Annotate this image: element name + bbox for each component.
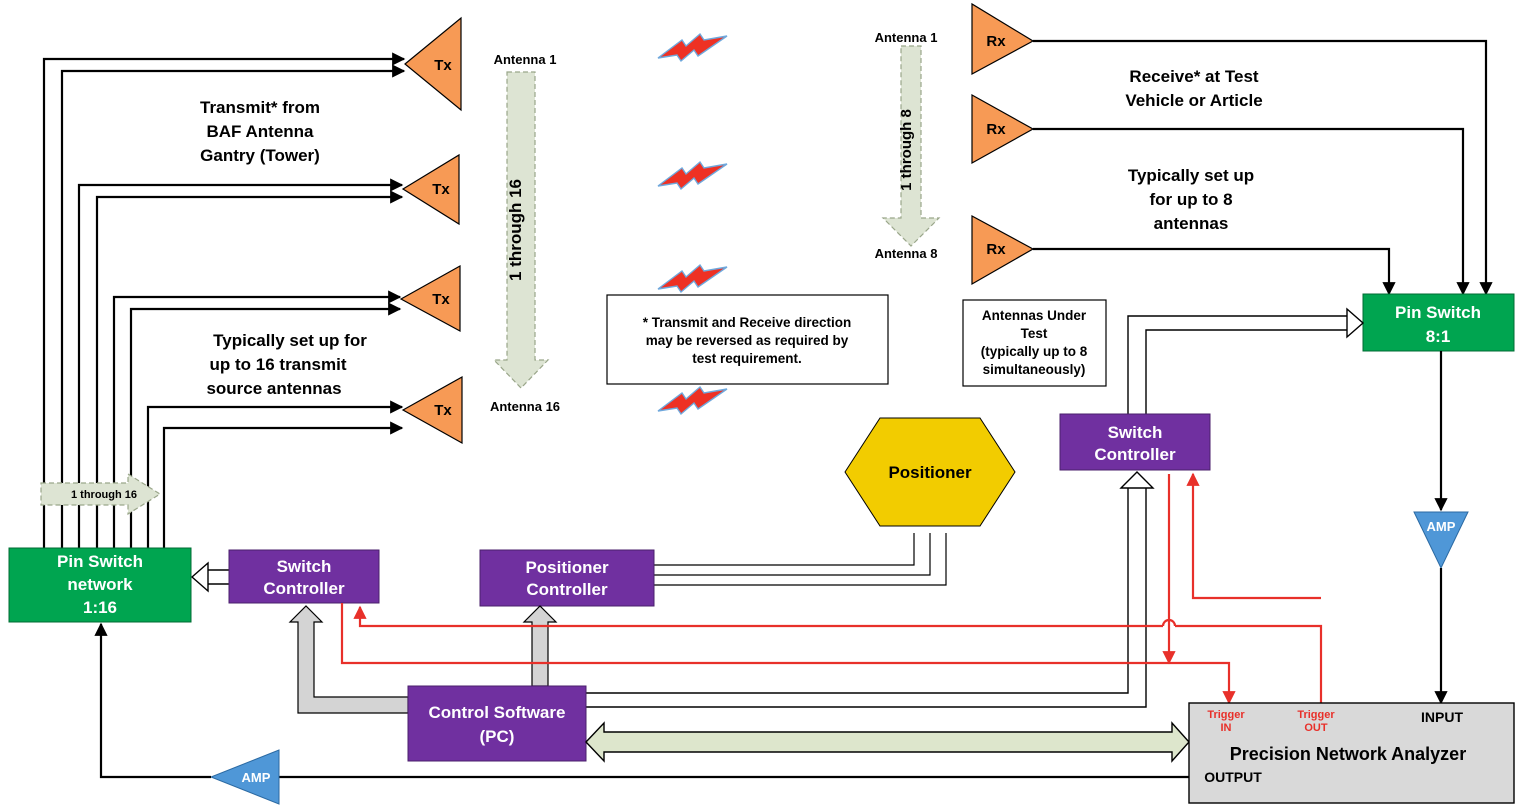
svg-text:Tx: Tx [434,57,452,74]
antennas-under-test-note: Antennas Under Test (typically up to 8 s… [962,299,1107,387]
svg-text:may be reversed as required by: may be reversed as required by [646,333,849,348]
pna-title: Precision Network Analyzer [1230,744,1466,764]
software-pna-data-arrow [585,721,1190,763]
switch-range-arrow [40,472,162,516]
svg-text:AMP: AMP [1427,519,1456,534]
svg-text:Antennas Under: Antennas Under [982,308,1087,323]
rx-antenna-first-label: Antenna 1 [875,30,938,45]
svg-text:8:1: 8:1 [1426,327,1451,346]
switch-controller-right: Switch Controller [1059,413,1211,471]
rx-antenna-2: Rx [971,93,1035,165]
tx-antenna-3: Tx [399,264,461,333]
svg-text:source antennas: source antennas [206,379,341,398]
svg-text:antennas: antennas [1154,214,1229,233]
rx-range-label: 1 through 8 [898,109,915,191]
software-to-switch-controller-right [586,471,1155,708]
receive-description: Receive* at Test Vehicle or Article [1125,67,1262,110]
svg-text:Controller: Controller [526,580,608,599]
switch-range-label: 1 through 16 [71,489,137,501]
svg-text:Rx: Rx [986,33,1006,50]
tx-antenna-4: Tx [401,375,463,445]
tx-antenna-first-label: Antenna 1 [494,52,557,67]
trigger-out-label: Trigger [1297,709,1335,721]
svg-text:Switch: Switch [1108,423,1163,442]
positioner-cable [654,533,947,586]
switch-controller-left: Switch Controller [228,549,380,604]
tx-setup-description: Typically set up for up to 16 transmit s… [206,331,367,398]
rx-antenna-last-label: Antenna 8 [875,246,938,261]
tx-antenna-2: Tx [401,153,460,226]
svg-text:Control Software: Control Software [429,703,566,722]
trigger-wires [340,472,1323,705]
switch-controller-right-to-pin-switch [1127,307,1365,414]
svg-text:Positioner: Positioner [525,558,609,577]
tx-range-label: 1 through 16 [506,179,525,281]
svg-text:test requirement.: test requirement. [692,351,802,366]
output-label: OUTPUT [1204,769,1262,785]
svg-text:Pin Switch: Pin Switch [57,552,143,571]
svg-text:Tx: Tx [432,291,450,308]
svg-text:Tx: Tx [432,181,450,198]
control-software: Control Software (PC) [407,685,587,762]
svg-text:Pin Switch: Pin Switch [1395,303,1481,322]
rx-range-arrow [881,45,941,247]
input-label: INPUT [1421,709,1463,725]
svg-text:Switch: Switch [277,557,332,576]
svg-text:Rx: Rx [986,121,1006,138]
svg-text:Receive* at Test: Receive* at Test [1129,67,1258,86]
svg-text:Typically set up for: Typically set up for [213,331,367,350]
bolt-icon [657,263,728,294]
svg-text:Transmit* from: Transmit* from [200,98,320,117]
svg-text:Vehicle or Article: Vehicle or Article [1125,91,1262,110]
svg-text:simultaneously): simultaneously) [983,362,1086,377]
rx-setup-description: Typically set up for up to 8 antennas [1128,166,1254,233]
precision-network-analyzer: Trigger IN Trigger OUT INPUT Precision N… [1188,702,1515,804]
pin-switch-network: Pin Switch network 1:16 [8,547,192,623]
svg-text:Rx: Rx [986,241,1006,258]
switch-controller-to-pin-switch-network [190,561,229,593]
svg-text:Tx: Tx [434,402,452,419]
transmit-description: Transmit* from BAF Antenna Gantry (Tower… [200,98,320,165]
bolt-icon [657,32,728,63]
rx-antenna-1: Rx [971,2,1035,76]
svg-text:AMP: AMP [242,770,271,785]
receive-amp: AMP [1413,351,1469,705]
pin-switch-8-to-1: Pin Switch 8:1 [1362,293,1515,352]
bolt-icon [657,160,728,191]
svg-text:(PC): (PC) [480,727,515,746]
svg-text:Positioner: Positioner [888,463,972,482]
svg-text:Controller: Controller [1094,445,1176,464]
svg-text:Controller: Controller [263,579,345,598]
rx-antenna-3: Rx [971,214,1035,286]
svg-text:up to 16 transmit: up to 16 transmit [210,355,347,374]
svg-text:(typically up to 8: (typically up to 8 [981,344,1088,359]
svg-text:Gantry (Tower): Gantry (Tower) [200,146,320,165]
tx-range-arrow [492,71,550,389]
svg-text:BAF Antenna: BAF Antenna [206,122,314,141]
positioner-controller: Positioner Controller [479,549,655,607]
svg-text:IN: IN [1221,722,1232,734]
bolt-icon [657,385,728,416]
tx-antenna-last-label: Antenna 16 [490,399,560,414]
svg-text:for up to 8: for up to 8 [1149,190,1232,209]
svg-text:1:16: 1:16 [83,598,117,617]
direction-note: * Transmit and Receive direction may be … [606,294,889,385]
software-to-switch-controller-arrow [288,605,409,714]
svg-text:network: network [67,575,133,594]
transmit-amp: AMP [94,622,1189,805]
rx-feed-lines [1033,39,1493,296]
svg-text:OUT: OUT [1304,722,1328,734]
software-to-positioner-arrow [522,605,558,687]
tx-antenna-1: Tx [404,16,462,112]
svg-text:* Transmit and Receive directi: * Transmit and Receive direction [643,315,852,330]
svg-text:Typically set up: Typically set up [1128,166,1254,185]
positioner: Positioner [844,417,1016,527]
trigger-in-label: Trigger [1207,709,1245,721]
svg-text:Test: Test [1021,326,1048,341]
